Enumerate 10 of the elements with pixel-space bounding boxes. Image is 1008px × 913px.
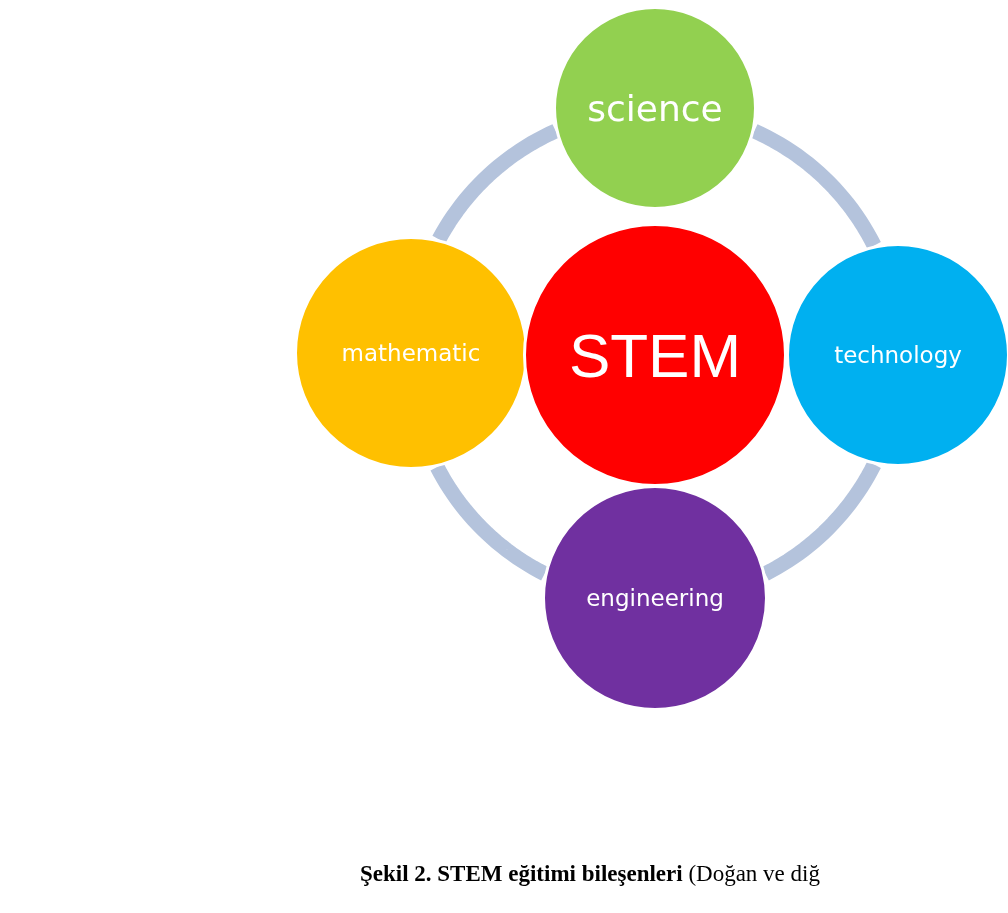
ring-connector [430, 463, 549, 581]
topic-label: engineering [586, 585, 724, 611]
ring-connector [432, 124, 559, 244]
topic-label: mathematic [341, 340, 481, 366]
topic-label: STEM [568, 319, 742, 391]
ring-connector [751, 124, 881, 249]
figure-caption: Şekil 2. STEM eğitimi bileşenleri (Doğan ve diğ [360, 861, 820, 887]
topic-label: technology [834, 342, 962, 368]
topic-label: science [587, 87, 723, 129]
ring-connector [761, 461, 881, 581]
